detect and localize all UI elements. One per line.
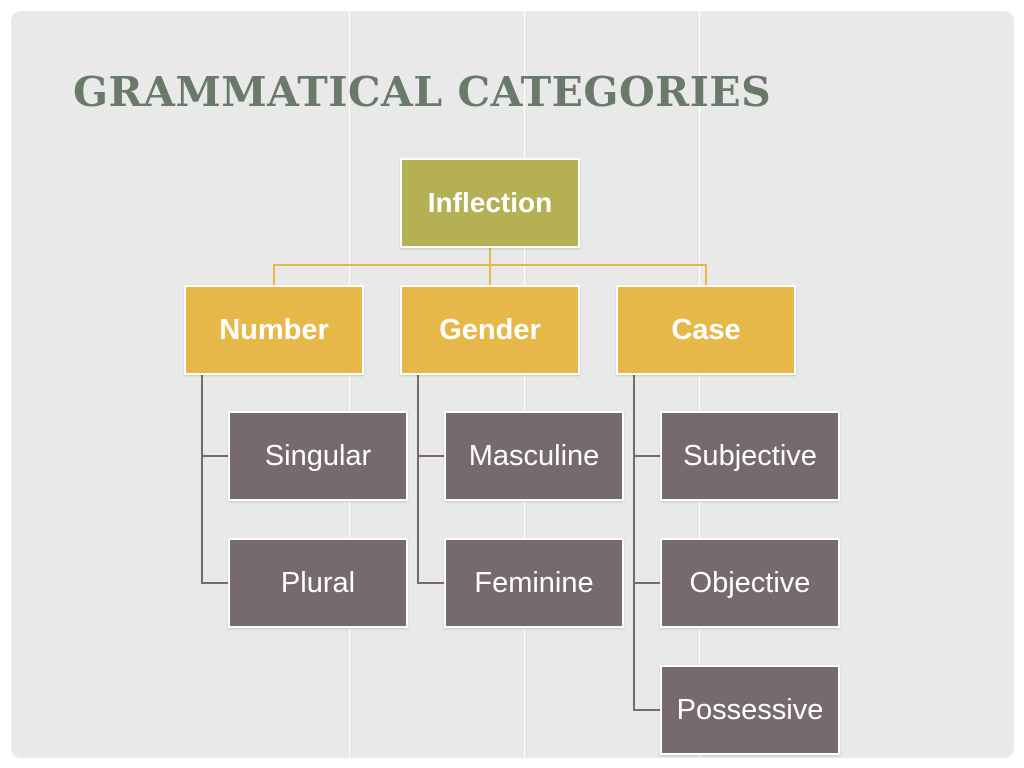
- node-plural: Plural: [228, 538, 408, 628]
- connector-root-stem: [489, 247, 491, 265]
- connector-plural: [201, 582, 230, 584]
- connector-masculine: [417, 455, 446, 457]
- connector-number-drop: [273, 264, 275, 286]
- background-stripe: [699, 11, 700, 758]
- node-inflection: Inflection: [400, 158, 580, 248]
- connector-feminine: [417, 582, 446, 584]
- node-number: Number: [184, 285, 364, 375]
- connector-number-spine: [201, 374, 203, 583]
- connector-gender-spine: [417, 374, 419, 583]
- slide-background: [11, 11, 1014, 758]
- node-feminine: Feminine: [444, 538, 624, 628]
- connector-case-drop: [705, 264, 707, 286]
- background-stripe: [349, 11, 350, 758]
- background-stripe: [524, 11, 525, 758]
- slide-title: GRAMMATICAL CATEGORIES: [73, 68, 772, 116]
- connector-subjective: [633, 455, 662, 457]
- node-masculine: Masculine: [444, 411, 624, 501]
- node-subjective: Subjective: [660, 411, 840, 501]
- connector-singular: [201, 455, 230, 457]
- node-singular: Singular: [228, 411, 408, 501]
- node-case: Case: [616, 285, 796, 375]
- connector-gender-drop: [489, 264, 491, 286]
- node-objective: Objective: [660, 538, 840, 628]
- node-possessive: Possessive: [660, 665, 840, 755]
- connector-case-spine: [633, 374, 635, 710]
- connector-objective: [633, 582, 662, 584]
- connector-possessive: [633, 709, 662, 711]
- node-gender: Gender: [400, 285, 580, 375]
